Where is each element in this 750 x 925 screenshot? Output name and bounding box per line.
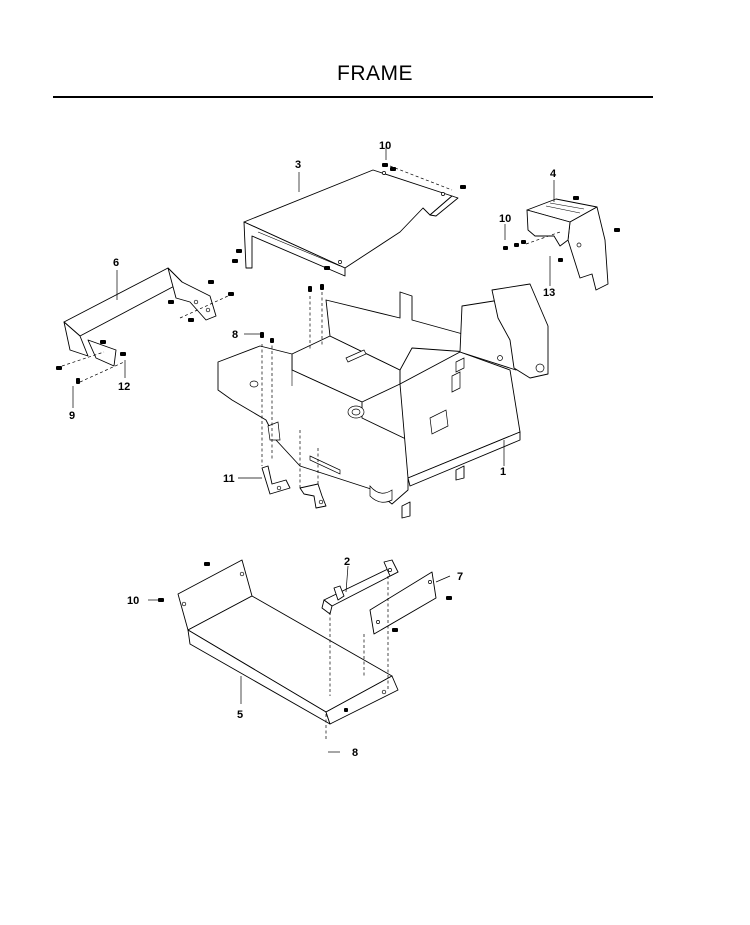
part-5-floor-pan bbox=[177, 559, 399, 725]
part-4-screws bbox=[503, 196, 620, 262]
part-11-bracket bbox=[261, 465, 327, 509]
page-title: FRAME bbox=[337, 62, 413, 85]
callout-7: 7 bbox=[457, 571, 463, 583]
part-3-screws bbox=[232, 163, 466, 270]
callout-6: 6 bbox=[113, 257, 119, 269]
callout-11: 11 bbox=[223, 473, 235, 485]
callout-10-lower: 10 bbox=[127, 595, 139, 607]
callout-8-lower: 8 bbox=[352, 747, 358, 759]
part-3-top-cover bbox=[243, 169, 459, 277]
callout-10-right: 10 bbox=[499, 213, 511, 225]
callout-5: 5 bbox=[237, 709, 243, 721]
part-7-screws bbox=[392, 596, 452, 632]
callout-9: 9 bbox=[69, 410, 75, 422]
callout-4: 4 bbox=[550, 168, 557, 180]
callout-13: 13 bbox=[543, 287, 555, 299]
callout-10-top: 10 bbox=[379, 140, 391, 152]
part-1-main-frame bbox=[217, 283, 549, 519]
part-6-screws bbox=[56, 280, 234, 384]
title-rule bbox=[53, 96, 653, 98]
part-7-plate bbox=[369, 571, 437, 635]
part-4-rear-cover bbox=[526, 198, 609, 291]
callout-2: 2 bbox=[344, 556, 350, 568]
callout-12: 12 bbox=[118, 381, 130, 393]
alignment-lines-lower bbox=[325, 576, 389, 740]
callout-3: 3 bbox=[295, 159, 301, 171]
alignment-lines-upper bbox=[61, 165, 561, 488]
callout-labels: 1 2 3 4 5 6 7 8 8 9 10 10 10 11 12 13 bbox=[69, 140, 557, 759]
part-6-side-cover bbox=[63, 267, 217, 367]
leader-lines bbox=[72, 146, 555, 753]
callout-1: 1 bbox=[500, 466, 506, 478]
part-2-bracket bbox=[321, 559, 399, 615]
part-1-hardware bbox=[260, 284, 324, 343]
part-5-screws bbox=[158, 562, 348, 712]
callout-8-upper: 8 bbox=[232, 329, 238, 341]
